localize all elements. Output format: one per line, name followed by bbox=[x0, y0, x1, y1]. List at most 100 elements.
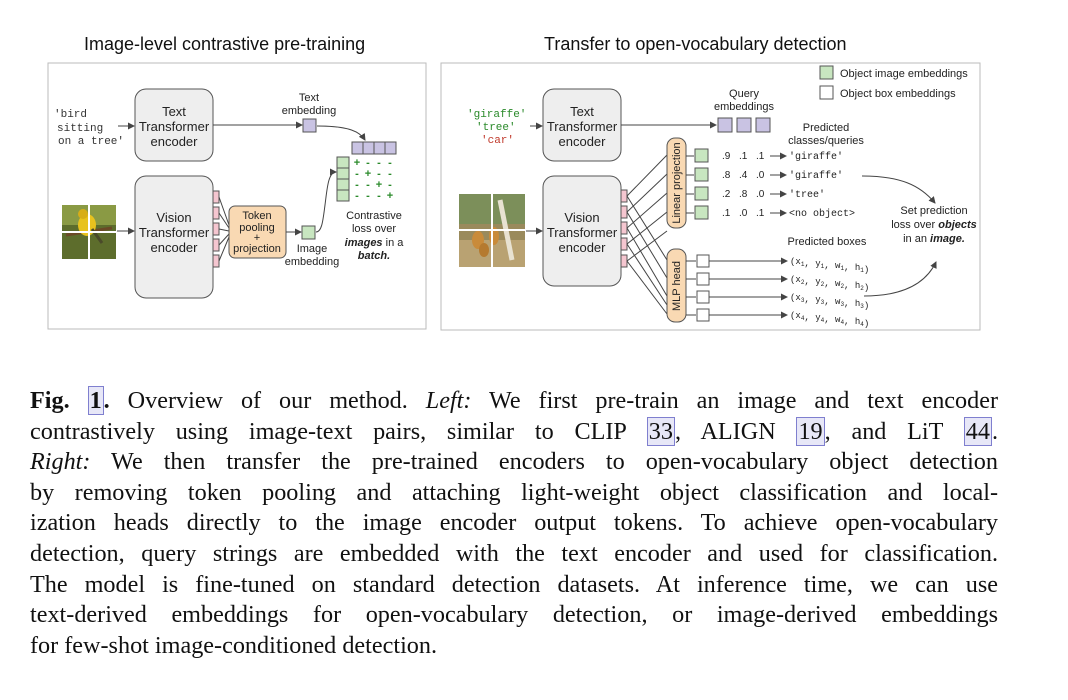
matrix-cell: - bbox=[366, 157, 370, 169]
class-score: .8 bbox=[739, 189, 748, 200]
right-output-tokens bbox=[620, 189, 628, 268]
svg-text:'car': 'car' bbox=[481, 135, 514, 147]
svg-text:embedding: embedding bbox=[285, 256, 339, 268]
matrix-cell: - bbox=[388, 179, 392, 191]
input-text-bird: 'bird sitting on a tree' bbox=[54, 109, 124, 148]
svg-text:Text: Text bbox=[162, 104, 186, 119]
svg-text:Transformer: Transformer bbox=[547, 119, 618, 134]
svg-text:Vision: Vision bbox=[156, 210, 191, 225]
predicted-box: (x4, y4, w4, h4) bbox=[790, 311, 869, 329]
svg-text:projection: projection bbox=[233, 243, 281, 255]
matrix-cell: - bbox=[377, 157, 381, 169]
predicted-box-rows: (x1, y1, w1, h1)(x2, y2, w2, h2)(x3, y3,… bbox=[709, 257, 869, 329]
svg-text:embedding: embedding bbox=[282, 105, 336, 117]
svg-text:Predicted: Predicted bbox=[803, 122, 849, 134]
image-embedding-label: Image embedding bbox=[285, 243, 339, 268]
matrix-cell: - bbox=[388, 168, 392, 180]
svg-text:embeddings: embeddings bbox=[714, 101, 774, 113]
class-score: .2 bbox=[722, 189, 731, 200]
matrix-cell: - bbox=[377, 190, 381, 202]
predicted-box: (x2, y2, w2, h2) bbox=[790, 275, 869, 293]
svg-text:Contrastive: Contrastive bbox=[346, 210, 402, 222]
matrix-cell: + bbox=[365, 168, 371, 180]
ref-33[interactable]: 33 bbox=[646, 416, 675, 446]
predicted-classes-label: Predicted classes/queries bbox=[788, 122, 864, 147]
svg-text:Text: Text bbox=[299, 92, 319, 104]
svg-text:Transformer: Transformer bbox=[547, 225, 618, 240]
svg-text:Token: Token bbox=[242, 210, 271, 222]
class-label: <no object> bbox=[789, 208, 855, 220]
contrastive-matrix: +----+----+----+ bbox=[336, 141, 397, 202]
text-embedding-label: Text embedding bbox=[282, 92, 336, 117]
query-embeddings-label: Query embeddings bbox=[714, 88, 774, 113]
svg-text:loss over objects: loss over objects bbox=[891, 219, 977, 231]
svg-text:on a tree': on a tree' bbox=[58, 136, 124, 148]
svg-text:images in a: images in a bbox=[345, 237, 405, 249]
svg-text:'tree': 'tree' bbox=[476, 122, 516, 134]
svg-text:in an image.: in an image. bbox=[903, 233, 965, 245]
svg-text:+: + bbox=[254, 232, 260, 244]
left-panel-frame bbox=[47, 62, 427, 330]
text-embedding-square bbox=[302, 118, 317, 133]
class-label: 'giraffe' bbox=[789, 170, 843, 182]
svg-text:sitting: sitting bbox=[57, 123, 103, 135]
class-score: .0 bbox=[756, 170, 765, 181]
linear-projection-box bbox=[666, 137, 687, 229]
class-score: .0 bbox=[739, 208, 748, 219]
predicted-box: (x3, y3, w3, h3) bbox=[790, 293, 869, 311]
svg-text:encoder: encoder bbox=[151, 240, 199, 255]
ref-1[interactable]: 1 bbox=[87, 386, 104, 415]
svg-text:Vision: Vision bbox=[564, 210, 599, 225]
svg-text:Linear projection: Linear projection bbox=[671, 142, 683, 223]
giraffe-image bbox=[459, 194, 525, 267]
svg-text:Set prediction: Set prediction bbox=[900, 205, 967, 217]
svg-text:Query: Query bbox=[729, 88, 759, 100]
matrix-cell: + bbox=[387, 190, 393, 202]
image-embedding-square bbox=[301, 225, 316, 240]
matrix-cell: - bbox=[355, 190, 359, 202]
legend: Object image embeddings Object box embed… bbox=[819, 65, 968, 100]
left-output-tokens bbox=[212, 190, 220, 268]
matrix-cell: - bbox=[355, 168, 359, 180]
left-panel-title: Image-level contrastive pre-training bbox=[84, 34, 366, 54]
svg-text:Image: Image bbox=[297, 243, 328, 255]
svg-text:Transformer: Transformer bbox=[139, 225, 210, 240]
class-score: .8 bbox=[722, 170, 731, 181]
contrastive-loss-label: Contrastive loss over images in a batch. bbox=[345, 210, 405, 262]
svg-text:Object box embeddings: Object box embeddings bbox=[840, 88, 956, 100]
svg-text:MLP head: MLP head bbox=[671, 261, 683, 311]
class-label: 'giraffe' bbox=[789, 151, 843, 163]
class-score-rows: .9.1.1'giraffe'.8.4.0'giraffe'.2.8.0'tre… bbox=[722, 151, 855, 220]
ref-44[interactable]: 44 bbox=[963, 416, 992, 446]
matrix-cell: - bbox=[366, 190, 370, 202]
svg-text:'bird: 'bird bbox=[54, 109, 87, 121]
class-score: .4 bbox=[739, 170, 748, 181]
svg-text:encoder: encoder bbox=[559, 134, 607, 149]
svg-text:batch.: batch. bbox=[358, 250, 390, 262]
svg-text:encoder: encoder bbox=[559, 240, 607, 255]
query-embedding-squares bbox=[717, 117, 771, 133]
matrix-cell: - bbox=[366, 179, 370, 191]
set-prediction-label: Set prediction loss over objects in an i… bbox=[891, 205, 977, 245]
object-box-embeddings bbox=[686, 254, 710, 322]
bird-image bbox=[62, 205, 116, 259]
class-score: .9 bbox=[722, 151, 731, 162]
predicted-boxes-label: Predicted boxes bbox=[788, 236, 867, 248]
svg-text:Transformer: Transformer bbox=[139, 119, 210, 134]
svg-text:classes/queries: classes/queries bbox=[788, 135, 864, 147]
svg-text:Object image embeddings: Object image embeddings bbox=[840, 68, 968, 80]
svg-text:Text: Text bbox=[570, 104, 594, 119]
svg-text:encoder: encoder bbox=[151, 134, 199, 149]
class-score: .1 bbox=[739, 151, 748, 162]
matrix-cell: - bbox=[388, 157, 392, 169]
ref-19[interactable]: 19 bbox=[796, 416, 825, 446]
query-strings: 'giraffe' 'tree' 'car' bbox=[467, 109, 526, 147]
right-panel-title: Transfer to open-vocabulary detection bbox=[544, 34, 847, 54]
object-image-embeddings bbox=[686, 148, 709, 220]
svg-text:pooling: pooling bbox=[239, 222, 274, 234]
class-score: .1 bbox=[722, 208, 731, 219]
predicted-box: (x1, y1, w1, h1) bbox=[790, 257, 869, 275]
matrix-cell: - bbox=[355, 179, 359, 191]
matrix-cell: - bbox=[377, 168, 381, 180]
caption-label: Fig. 1. bbox=[30, 386, 110, 415]
